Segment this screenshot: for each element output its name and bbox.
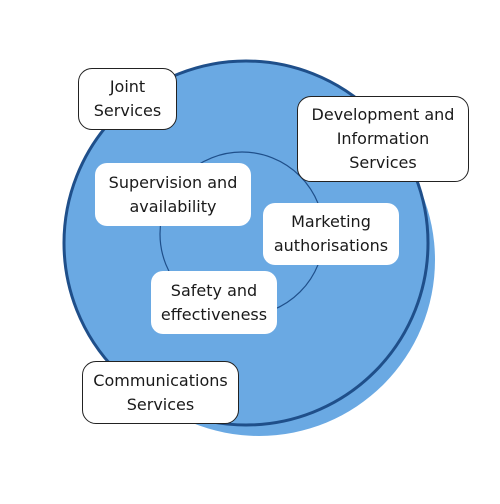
communications-services-label: Communications Services xyxy=(93,370,228,414)
outer-ring xyxy=(62,59,430,427)
communications-services-box: Communications Services xyxy=(82,361,239,424)
development-information-services-label: Development and Information Services xyxy=(311,105,455,172)
supervision-availability-box: Supervision and availability xyxy=(95,163,251,226)
development-information-services-box: Development and Information Services xyxy=(297,96,469,182)
safety-effectiveness-box: Safety and effectiveness xyxy=(151,271,277,334)
marketing-authorisations-box: Marketing authorisations xyxy=(263,203,399,265)
marketing-authorisations-label: Marketing authorisations xyxy=(273,212,389,255)
safety-effectiveness-label: Safety and effectiveness xyxy=(160,280,268,324)
joint-services-label: Joint Services xyxy=(93,77,162,120)
joint-services-box: Joint Services xyxy=(78,68,177,130)
supervision-availability-label: Supervision and availability xyxy=(108,172,238,216)
